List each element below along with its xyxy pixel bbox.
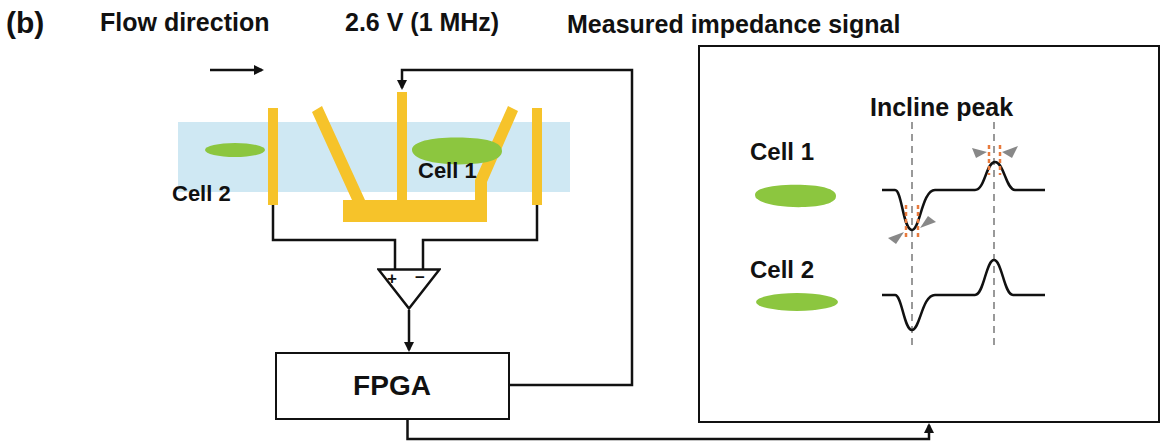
flow-arrow: [210, 69, 262, 72]
microchannel: [178, 122, 570, 192]
signal-panel: Measured impedance signal: [698, 45, 1160, 423]
node-text: Measured impedance signal: [567, 12, 900, 37]
cell-icon: [756, 293, 838, 311]
cell: [205, 143, 265, 157]
electrodes: [268, 92, 542, 222]
guide-line: [993, 122, 995, 345]
cell-icon: [755, 185, 836, 207]
signal-trace: [882, 260, 1045, 330]
node-text: FPGA: [353, 372, 431, 400]
heading: Flow direction: [100, 10, 269, 35]
cell-label: Cell 2: [172, 183, 231, 205]
electrode: [268, 108, 278, 205]
cell-label: Cell 1: [418, 160, 477, 182]
guide-line: [911, 122, 913, 345]
panel-letter: (b): [6, 8, 44, 38]
cell-label: Cell 1: [750, 140, 814, 164]
process-box: FPGA: [275, 352, 510, 420]
electrode: [532, 108, 542, 205]
electrode: [397, 92, 407, 205]
node-text: −: [415, 269, 425, 286]
excitation-wire: [402, 70, 632, 385]
peak-markers: [906, 145, 1000, 240]
cell-label: Cell 2: [750, 258, 814, 282]
triangle-outline: [377, 268, 441, 310]
diff-amplifier: +−: [377, 268, 441, 310]
heading: 2.6 V (1 MHz): [345, 10, 499, 35]
width-pointers: [888, 146, 1018, 244]
ground-electrode: [312, 106, 518, 222]
node-text: +: [387, 270, 397, 287]
connector: [408, 310, 411, 350]
annotation: Incline peak: [870, 95, 1013, 120]
